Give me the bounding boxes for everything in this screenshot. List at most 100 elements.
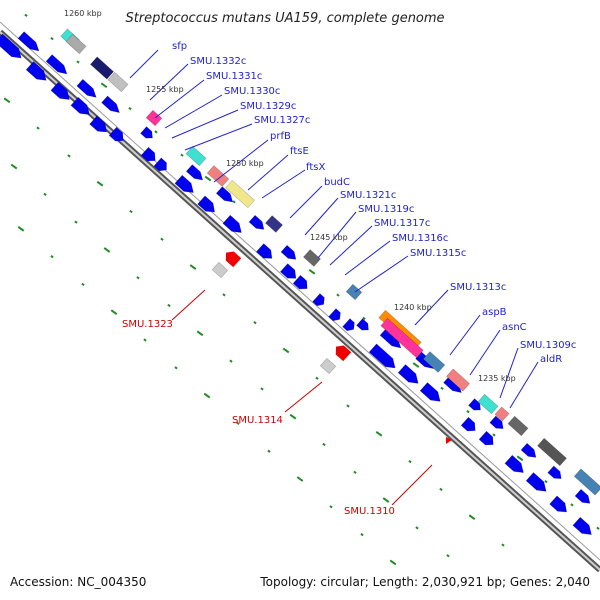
gene-forward-shape	[76, 78, 97, 98]
gene-label-budc: budC	[324, 177, 350, 188]
gene-label-smu1321c: SMU.1321c	[340, 190, 396, 201]
gene-colored	[446, 368, 470, 392]
gene-forward-shape	[0, 33, 22, 59]
gene-forward-shape	[140, 146, 156, 162]
tick-mark	[10, 163, 18, 170]
gene-forward-shape	[25, 61, 47, 81]
gene-forward	[525, 472, 547, 492]
gene-forward	[45, 54, 68, 75]
gene-forward	[70, 96, 90, 116]
tick-mark	[50, 37, 54, 41]
tick-mark	[76, 60, 80, 64]
gene-colored	[494, 406, 510, 422]
scale-label-1255: 1255 kbp	[146, 85, 184, 94]
gene-colored-shape	[107, 71, 129, 93]
tick-mark	[136, 276, 140, 280]
tick-mark	[129, 209, 133, 214]
gene-forward	[460, 416, 476, 432]
tick-mark	[160, 237, 164, 241]
tick-mark	[180, 153, 184, 157]
tick-mark	[100, 82, 108, 89]
gene-colored	[185, 145, 207, 167]
gene-forward	[489, 415, 504, 429]
gene-forward-shape	[153, 157, 167, 172]
gene-forward-shape	[197, 195, 216, 213]
gene-forward-shape	[280, 244, 297, 260]
tick-mark	[222, 293, 226, 297]
gene-label-smu1313c: SMU.1313c	[450, 282, 506, 293]
gene-forward-shape	[489, 415, 504, 429]
tick-mark	[204, 175, 212, 182]
tick-mark	[468, 514, 476, 521]
tick-mark	[415, 526, 419, 530]
gene-forward-shape	[17, 31, 40, 52]
gene-forward	[342, 318, 355, 332]
gene-label-smu1317c: SMU.1317c	[374, 218, 430, 229]
gene-forward	[368, 343, 396, 369]
gene-forward-shape	[572, 516, 592, 536]
tick-mark	[375, 431, 383, 437]
gene-reverse-grey	[319, 357, 337, 375]
gene-colored-shape	[90, 56, 114, 80]
gene-colored-shape	[145, 109, 163, 127]
tick-mark	[189, 264, 197, 270]
tick-mark	[492, 433, 496, 437]
gene-forward-shape	[328, 308, 341, 322]
gene-forward-shape	[549, 495, 568, 513]
tick-mark	[353, 470, 357, 474]
tick-mark	[167, 303, 171, 308]
gene-forward-shape	[312, 293, 325, 307]
gene-label-ftse: ftsE	[290, 146, 309, 157]
gene-colored	[303, 249, 321, 267]
gene-label-smu1332c: SMU.1332c	[190, 56, 246, 67]
gene-colored	[265, 215, 283, 233]
gene-forward-shape	[525, 472, 547, 492]
tick-mark	[596, 526, 600, 530]
gene-forward	[185, 164, 204, 181]
tick-mark	[36, 126, 40, 130]
gene-forward	[25, 61, 47, 81]
gene-forward	[549, 495, 568, 513]
gene-features	[0, 28, 600, 536]
gene-forward	[292, 274, 308, 290]
gene-label-ftsx: ftsX	[306, 162, 325, 173]
gene-reverse-red-shape	[335, 345, 352, 362]
gene-forward	[50, 81, 70, 101]
gene-forward-shape	[504, 454, 524, 474]
accession-text: Accession: NC_004350	[10, 575, 146, 589]
gene-forward-shape	[248, 214, 265, 230]
gene-label-prfb: prfB	[270, 131, 291, 142]
gene-colored-shape	[494, 406, 510, 422]
tick-mark	[439, 487, 443, 492]
tick-mark	[143, 338, 147, 342]
gene-label-smu1329c: SMU.1329c	[240, 101, 296, 112]
gene-forward-shape	[50, 81, 70, 101]
tick-mark	[74, 220, 78, 224]
gene-label-smu1323: SMU.1323	[122, 319, 173, 330]
gene-colored	[145, 109, 163, 127]
gene-colored-shape	[265, 215, 283, 233]
scale-label-1245: 1245 kbp	[310, 233, 348, 242]
tick-mark	[315, 376, 319, 380]
gene-forward-shape	[70, 96, 90, 116]
gene-forward-shape	[108, 126, 124, 142]
gene-forward	[280, 244, 297, 260]
gene-colored-shape	[380, 317, 424, 359]
gene-forward	[197, 195, 216, 213]
tick-mark	[67, 154, 71, 158]
tick-mark	[229, 359, 233, 363]
tick-mark	[296, 476, 304, 482]
gene-colored-shape	[446, 368, 470, 392]
topology-text: Topology: circular; Length: 2,030,921 bp…	[259, 575, 590, 589]
gene-forward-shape	[101, 95, 120, 114]
gene-forward	[312, 293, 325, 307]
gene-reverse-red	[225, 251, 242, 268]
gene-colored-shape	[185, 145, 207, 167]
tick-mark	[412, 362, 420, 368]
tick-mark	[154, 130, 158, 134]
gene-colored	[206, 165, 230, 187]
gene-colored	[107, 71, 129, 93]
tick-marks	[3, 13, 600, 566]
tick-mark	[446, 554, 450, 558]
gene-forward	[520, 442, 537, 458]
